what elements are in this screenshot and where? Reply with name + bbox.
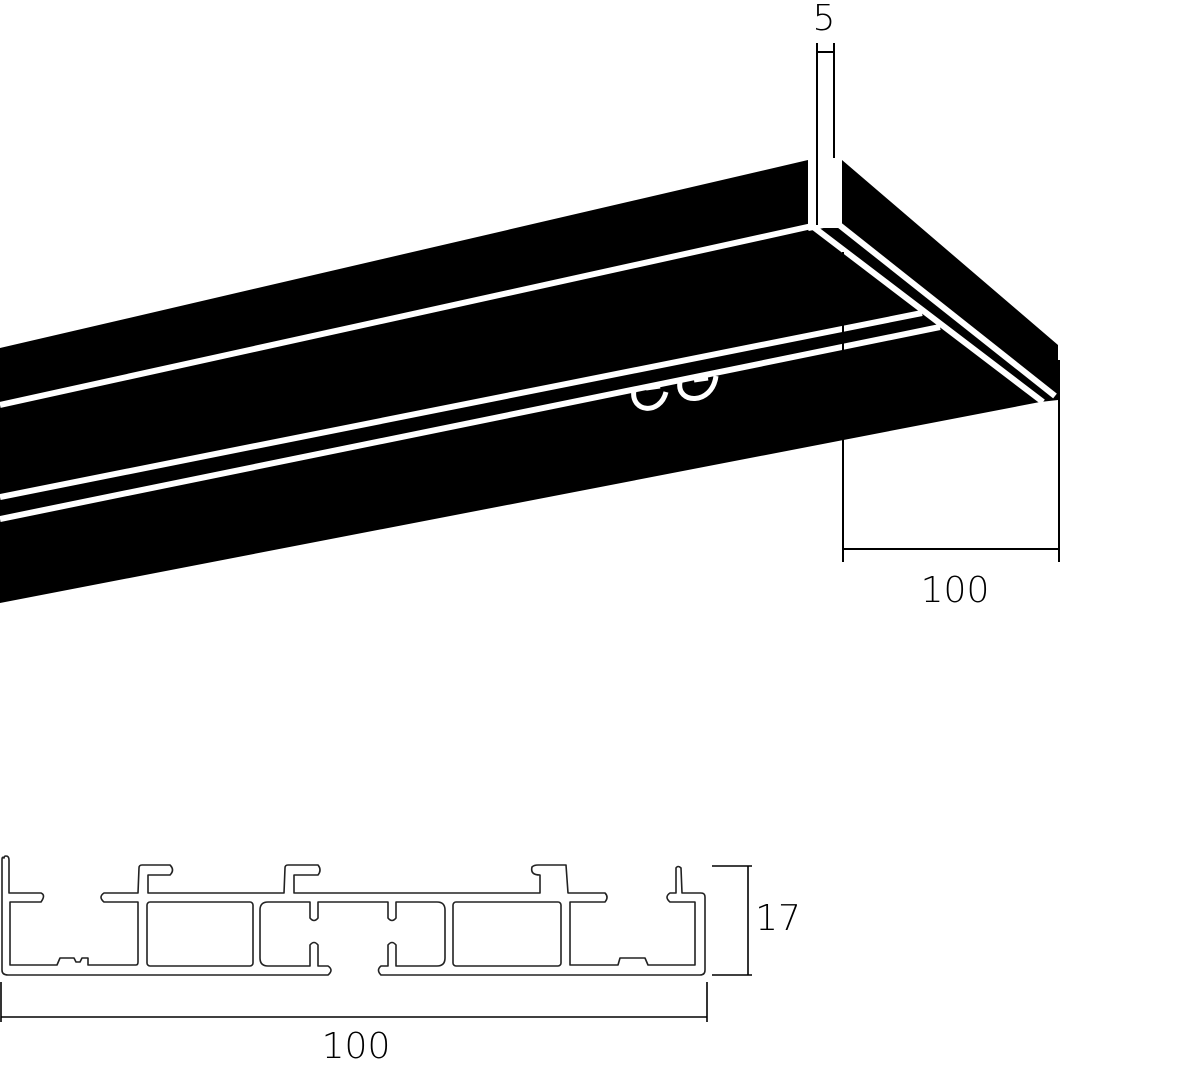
profile-outline [1, 855, 706, 976]
dimension-depth [842, 252, 1060, 562]
dimension-label-height: 17 [755, 898, 801, 939]
isometric-rail-view: 5 100 [0, 0, 1060, 611]
dimension-width [0, 982, 708, 1022]
dimension-height [712, 865, 752, 976]
dimension-gap-width [816, 43, 835, 225]
chamber-1 [146, 901, 254, 967]
rail-groove-lines [0, 155, 1057, 522]
chamber-2 [452, 901, 562, 967]
cross-section-profile [1, 855, 706, 976]
glider-hooks [631, 375, 719, 411]
dimension-label-gap: 5 [813, 0, 836, 39]
rail-body [0, 160, 1058, 603]
dimension-label-width: 100 [322, 1026, 391, 1067]
dimension-label-depth: 100 [921, 570, 990, 611]
